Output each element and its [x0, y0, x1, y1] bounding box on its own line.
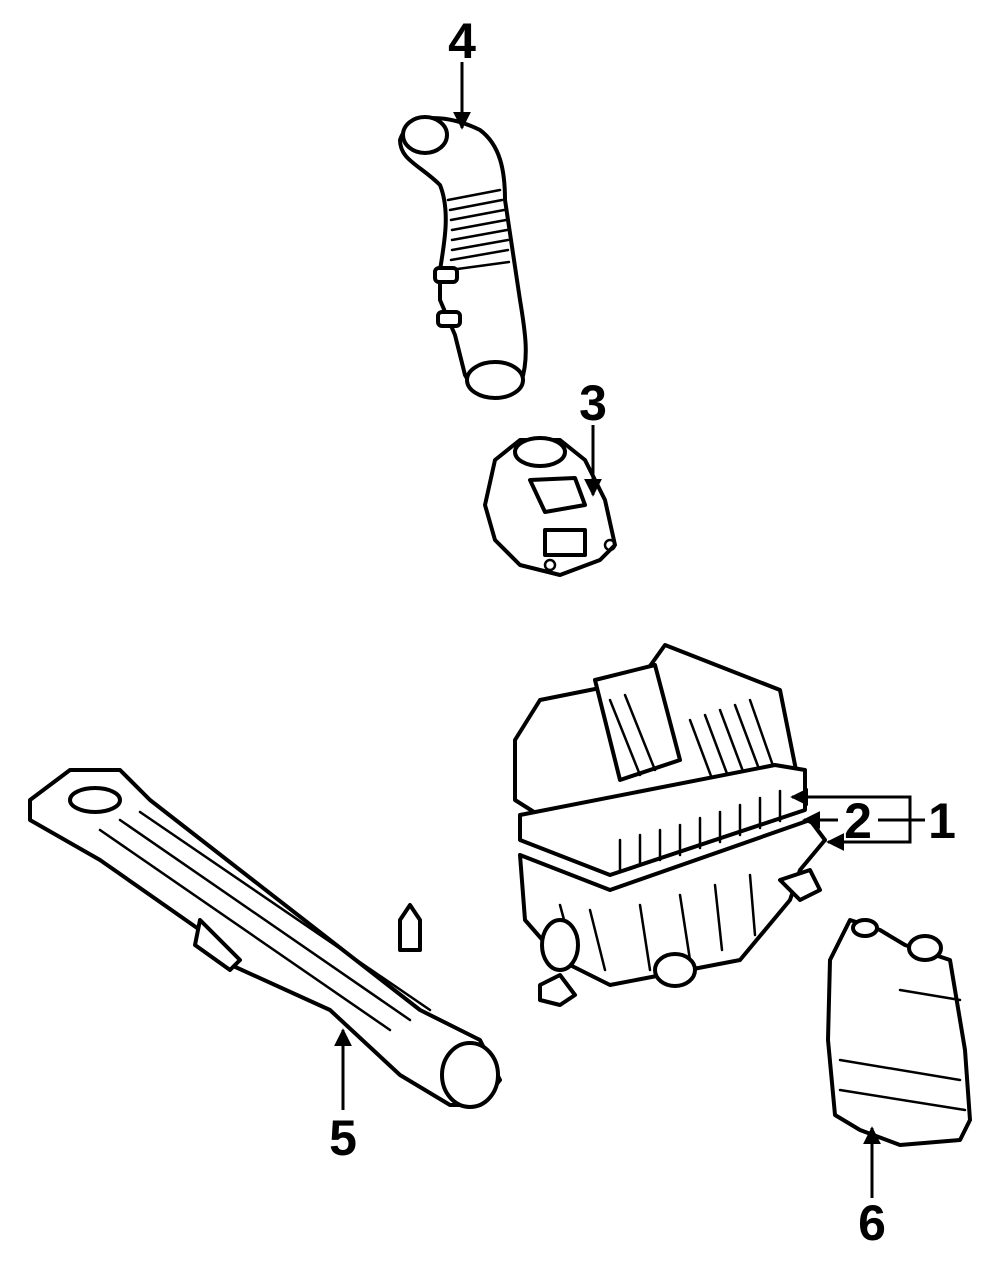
hose-corrugations	[446, 188, 511, 272]
meter-face	[528, 476, 587, 514]
intake-hose-part	[398, 115, 528, 400]
air-flow-meter-part	[483, 436, 617, 577]
filter-pleats	[618, 789, 782, 872]
hose-nipple-upper	[433, 266, 459, 284]
duct-lower-tab	[193, 918, 242, 972]
hose-nipple-lower	[436, 310, 462, 328]
resonator-port	[907, 934, 943, 962]
hose-upper-opening	[401, 115, 449, 155]
case-mount-tab-right	[778, 868, 822, 902]
case-side-port	[540, 918, 580, 972]
resonator-part	[826, 918, 972, 1147]
callout-4: 4	[448, 13, 476, 69]
resonator-neck	[851, 918, 879, 938]
case-mount-tab	[538, 973, 577, 1007]
meter-top-port	[513, 436, 567, 468]
callout-3: 3	[579, 375, 607, 431]
leader-lines	[334, 62, 925, 1198]
intake-duct-part	[28, 768, 502, 1109]
callout-1: 1	[928, 793, 956, 849]
callout-6: 6	[858, 1195, 886, 1251]
cap-inlet-duct	[593, 663, 682, 782]
duct-inlet	[68, 786, 122, 814]
hose-lower-opening	[465, 360, 525, 400]
meter-connector	[543, 528, 587, 557]
duct-outlet	[440, 1041, 500, 1109]
air-filter-element	[518, 763, 807, 877]
callout-2: 2	[844, 793, 872, 849]
callout-5: 5	[329, 1110, 357, 1166]
callout-numbers: 4 3 2 1 5 6	[329, 13, 956, 1251]
duct-bracket	[398, 903, 422, 952]
case-outlet	[653, 952, 697, 988]
air-cleaner-assembly	[513, 643, 827, 1007]
